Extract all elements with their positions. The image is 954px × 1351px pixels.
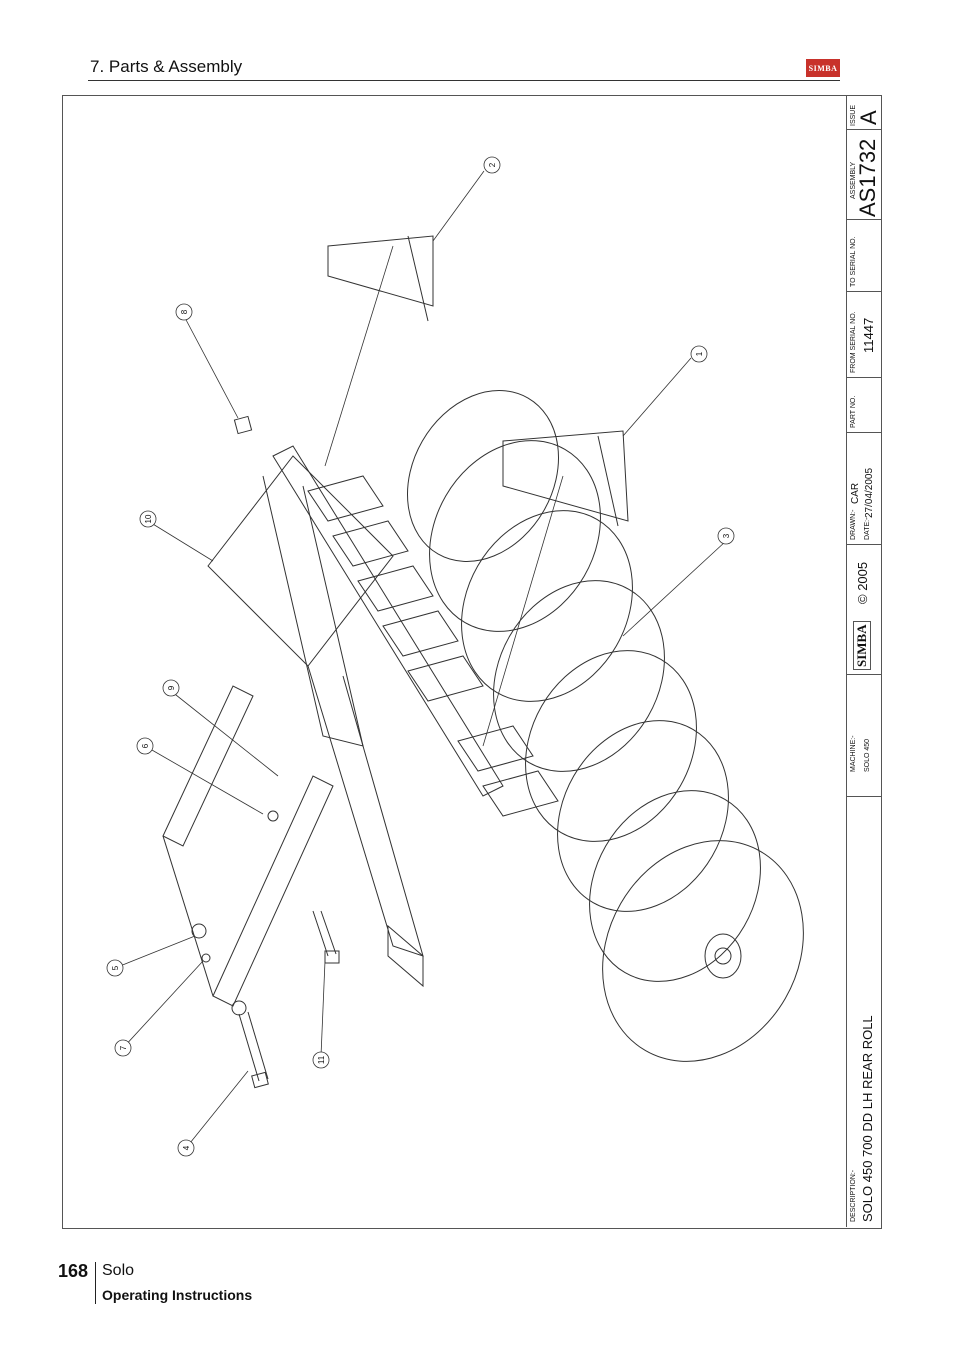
callout-3	[717, 527, 735, 545]
callout-balloons	[106, 156, 735, 1157]
callout-5	[106, 959, 124, 977]
callout-2	[483, 156, 501, 174]
callout-9	[162, 679, 180, 697]
page-number: 168	[58, 1261, 89, 1281]
callout-label: 6	[141, 743, 150, 748]
assembly-value: AS1732	[855, 138, 880, 217]
header-rule	[88, 80, 840, 81]
callout-label: 5	[111, 965, 120, 970]
callout-7	[114, 1039, 132, 1057]
from-serial-cell: FROM SERIAL NO. 11447	[847, 291, 881, 378]
drawn-value: CAR	[850, 482, 861, 504]
callout-label: 9	[167, 685, 176, 690]
title-block: ISSUE A ASSEMBLY AS1732 TO SERIAL NO. FR…	[846, 95, 881, 1227]
issue-cell: ISSUE A	[847, 95, 881, 130]
callout-label: 3	[722, 533, 731, 538]
to-serial-cell: TO SERIAL NO.	[847, 219, 881, 292]
machine-value: SOLO 450	[864, 738, 871, 772]
frame-arms	[162, 455, 424, 1007]
description-label: DESCRIPTION:-	[850, 1169, 857, 1222]
leader-lines	[114, 170, 727, 1149]
assembly-cell: ASSEMBLY AS1732	[847, 129, 881, 220]
callout-label: 2	[488, 162, 497, 167]
callout-label: 7	[119, 1045, 128, 1050]
part-no-cell: PART NO.	[847, 377, 881, 433]
brand-mark: SIMBA	[853, 621, 871, 670]
date-label: DATE:-	[864, 517, 871, 540]
callout-4	[177, 1139, 195, 1157]
simba-logo: SIMBA	[806, 59, 840, 77]
drawing-frame	[62, 95, 882, 1229]
date-value: 27/04/2005	[864, 467, 875, 518]
roller-discs	[407, 390, 804, 1062]
description-value: SOLO 450 700 DD LH REAR ROLL	[860, 1015, 875, 1222]
from-serial-label: FROM SERIAL NO.	[850, 311, 857, 373]
hardware	[191, 810, 340, 1089]
machine-label: MACHINE:-	[850, 735, 857, 772]
drawn-label: DRAWN:-	[850, 509, 857, 540]
parts-drawing: 2 1 3 8 10 9 6 5 7 4 11	[106, 156, 804, 1157]
callout-6	[136, 737, 154, 755]
product-name: Solo	[102, 1262, 135, 1279]
footer-divider	[95, 1262, 96, 1304]
callout-label: 1	[695, 351, 704, 356]
machine-cell: MACHINE:- SOLO 450	[847, 674, 881, 797]
section-title: 7. Parts & Assembly	[90, 57, 243, 76]
drawn-cell: DRAWN:- CAR DATE:- 27/04/2005	[847, 432, 881, 545]
callout-label: 10	[144, 514, 153, 523]
callout-label: 4	[182, 1145, 191, 1150]
from-serial-value: 11447	[861, 317, 876, 353]
description-cell: DESCRIPTION:- SOLO 450 700 DD LH REAR RO…	[847, 796, 881, 1227]
callout-10	[139, 510, 157, 528]
to-serial-label: TO SERIAL NO.	[850, 236, 857, 287]
callout-1	[690, 345, 708, 363]
document-subtitle: Operating Instructions	[102, 1287, 253, 1303]
bracket-parts	[233, 235, 629, 527]
issue-value: A	[856, 110, 881, 125]
callout-label: 11	[317, 1055, 326, 1064]
brand-cell: SIMBA © 2005	[847, 544, 881, 675]
tine-bar	[272, 445, 559, 817]
callout-11	[312, 1051, 330, 1069]
callout-label: 8	[180, 309, 189, 314]
part-no-label: PART NO.	[850, 395, 857, 428]
callout-8	[175, 303, 193, 321]
copyright: © 2005	[855, 561, 870, 604]
